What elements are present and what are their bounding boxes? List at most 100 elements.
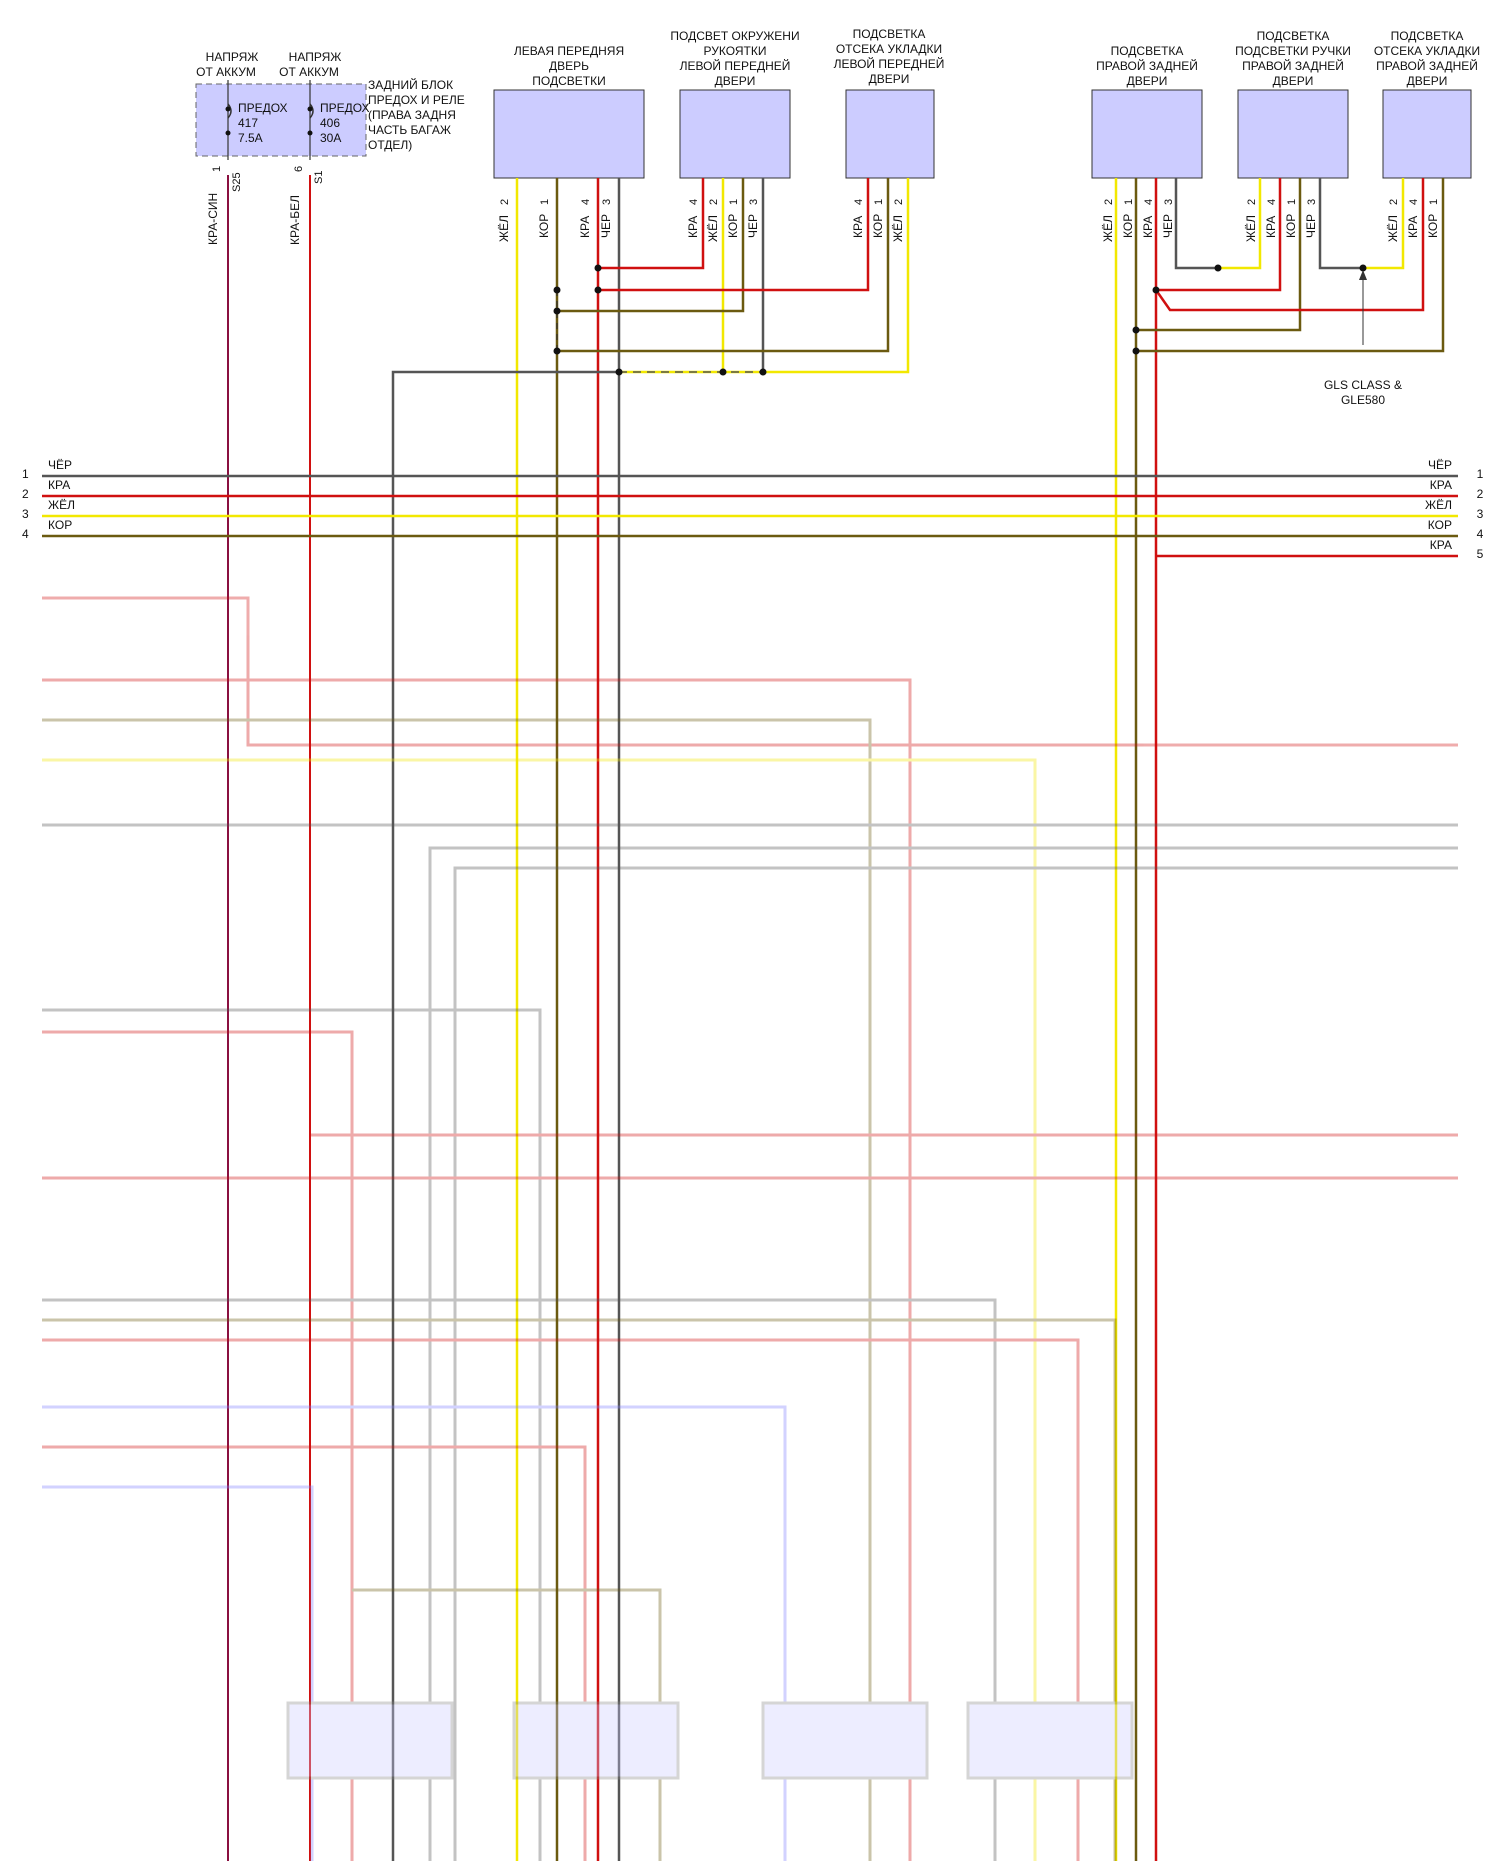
fuse-right-supply-2: ОТ АККУМ [279,65,339,79]
pin-num: 2 [708,199,720,205]
fuse-left-pin: 1 [211,166,223,172]
junction-dot [554,348,561,355]
module-title-1: ЛЕВАЯ ПЕРЕДНЯЯ [514,44,624,58]
pins-lf-storage: 4 1 2 КРА КОР ЖЁЛ [851,199,905,242]
bus-label-left: ЖЁЛ [48,498,75,512]
fuse-block: НАПРЯЖ ОТ АККУМ НАПРЯЖ ОТ АККУМ ПРЕДОХ 4… [196,50,465,245]
pin-wire: КОР [871,214,885,238]
module-title-3: ЛЕВОЙ ПЕРЕДНЕЙ [680,58,791,73]
pin-wire: ЖЁЛ [1386,215,1400,242]
fuse-left-rating: 7.5A [238,131,263,145]
junction-dot [720,369,727,376]
pin-num: 3 [748,199,760,205]
pin-wire: ЖЁЛ [1244,215,1258,242]
pins-rr-storage: 2 4 1 ЖЁЛ КРА КОР [1386,199,1440,242]
fuse-block-label-5: ОТДЕЛ) [368,138,412,152]
fuse-right-supply-1: НАПРЯЖ [289,50,342,64]
pin-num: 1 [1123,199,1135,205]
module-lf-door-light: ЛЕВАЯ ПЕРЕДНЯЯ ДВЕРЬ ПОДСВЕТКИ [494,44,644,178]
module-title-4: ДВЕРИ [869,72,910,86]
wire-black [1320,178,1363,268]
junction-dot [1133,348,1140,355]
fuse-right-rating: 30A [320,131,341,145]
module-title-3: ЛЕВОЙ ПЕРЕДНЕЙ [834,56,945,71]
fuse-left-number: 417 [238,116,258,130]
fuse-block-label-4: ЧАСТЬ БАГАЖ [368,123,451,137]
pin-wire: КРА [851,216,865,238]
bus-label-left: КРА [48,478,70,492]
fuse-left-name: ПРЕДОХ [238,101,288,115]
bus-num-left: 1 [22,467,29,481]
pin-num: 1 [873,199,885,205]
bus-num-right: 3 [1477,507,1484,521]
fuse-right-name: ПРЕДОХ [320,101,370,115]
module-title-4: ДВЕРИ [715,74,756,88]
blur-module [514,1703,678,1778]
pin-wire: КРА [1264,216,1278,238]
pin-wire: КОР [1284,214,1298,238]
fuse-block-label-2: ПРЕДОХ И РЕЛЕ [368,93,465,107]
module-title-3: ПОДСВЕТКИ [532,74,605,88]
module-title-1: ПОДСВЕТКА [1391,29,1464,43]
pin-num: 1 [539,199,551,205]
pin-num: 4 [1408,199,1420,205]
pin-num: 1 [1428,199,1440,205]
pin-num: 3 [601,199,613,205]
pin-num: 3 [1306,199,1318,205]
fuse-left-node-top [226,107,231,112]
module-lf-storage-light: ПОДСВЕТКА ОТСЕКА УКЛАДКИ ЛЕВОЙ ПЕРЕДНЕЙ … [834,27,945,178]
module-title-2: ПОДСВЕТКИ РУЧКИ [1235,44,1351,58]
pin-wire: ЧЕР [1161,214,1175,238]
junction-dot [760,369,767,376]
module-title-2: ПРАВОЙ ЗАДНЕЙ [1096,58,1198,73]
blurred-lower-region [42,598,1458,1861]
pin-num: 4 [853,199,865,205]
pin-num: 2 [1388,199,1400,205]
fuse-block-box [196,84,366,156]
pin-wire: КРА [1406,216,1420,238]
pin-wire: КОР [1426,214,1440,238]
fuse-right-pin: 6 [293,166,305,172]
pin-wire: ЖЁЛ [1101,215,1115,242]
module-title-1: ПОДСВЕТКА [1257,29,1330,43]
fuse-block-label-1: ЗАДНИЙ БЛОК [368,77,453,92]
blur-module [763,1703,927,1778]
module-title-3: ПРАВОЙ ЗАДНЕЙ [1242,58,1344,73]
module-rr-door-light: ПОДСВЕТКА ПРАВОЙ ЗАДНЕЙ ДВЕРИ [1092,44,1202,178]
fuse-right-connector: S1 [313,171,325,184]
pin-num: 1 [728,199,740,205]
junction-dot [1360,265,1367,272]
module-title-2: ОТСЕКА УКЛАДКИ [1374,44,1480,58]
blur-wire [42,1407,785,1861]
wire-black [1176,178,1218,268]
pin-wire: ЧЕР [1304,214,1318,238]
junction-dot [554,308,561,315]
module-title-3: ДВЕРИ [1127,74,1168,88]
fuse-left-supply-1: НАПРЯЖ [206,50,259,64]
fuse-left-node-bottom [226,131,231,136]
pin-wire: КОР [537,214,551,238]
fuse-block-label-3: (ПРАВА ЗАДНЯ [368,108,456,122]
junction-dot [616,369,623,376]
module-rr-storage-light: ПОДСВЕТКА ОТСЕКА УКЛАДКИ ПРАВОЙ ЗАДНЕЙ Д… [1374,29,1480,178]
blur-module [288,1703,452,1778]
pins-rr-door: 2 1 4 3 ЖЁЛ КОР КРА ЧЕР [1101,199,1175,242]
bus-label-left: ЧЁР [48,458,72,472]
junctions [554,265,1367,376]
bus-label-left: КОР [48,518,72,532]
module-box [846,90,934,178]
bus-num-right: 1 [1477,467,1484,481]
pin-num: 1 [1286,199,1298,205]
fuse-right-node-top [308,107,313,112]
pin-wire: ЖЁЛ [891,215,905,242]
module-title-3: ПРАВОЙ ЗАДНЕЙ [1376,58,1478,73]
blur-wire [42,680,910,1861]
module-box [1092,90,1202,178]
fuse-left-supply-2: ОТ АККУМ [196,65,256,79]
bus-label-right: КРА [1430,538,1452,552]
blur-wire [42,1487,312,1861]
bus-label-right: КОР [1428,518,1452,532]
module-title-4: ДВЕРИ [1273,74,1314,88]
bus-num-left: 3 [22,507,29,521]
bus-num-right: 4 [1477,527,1484,541]
